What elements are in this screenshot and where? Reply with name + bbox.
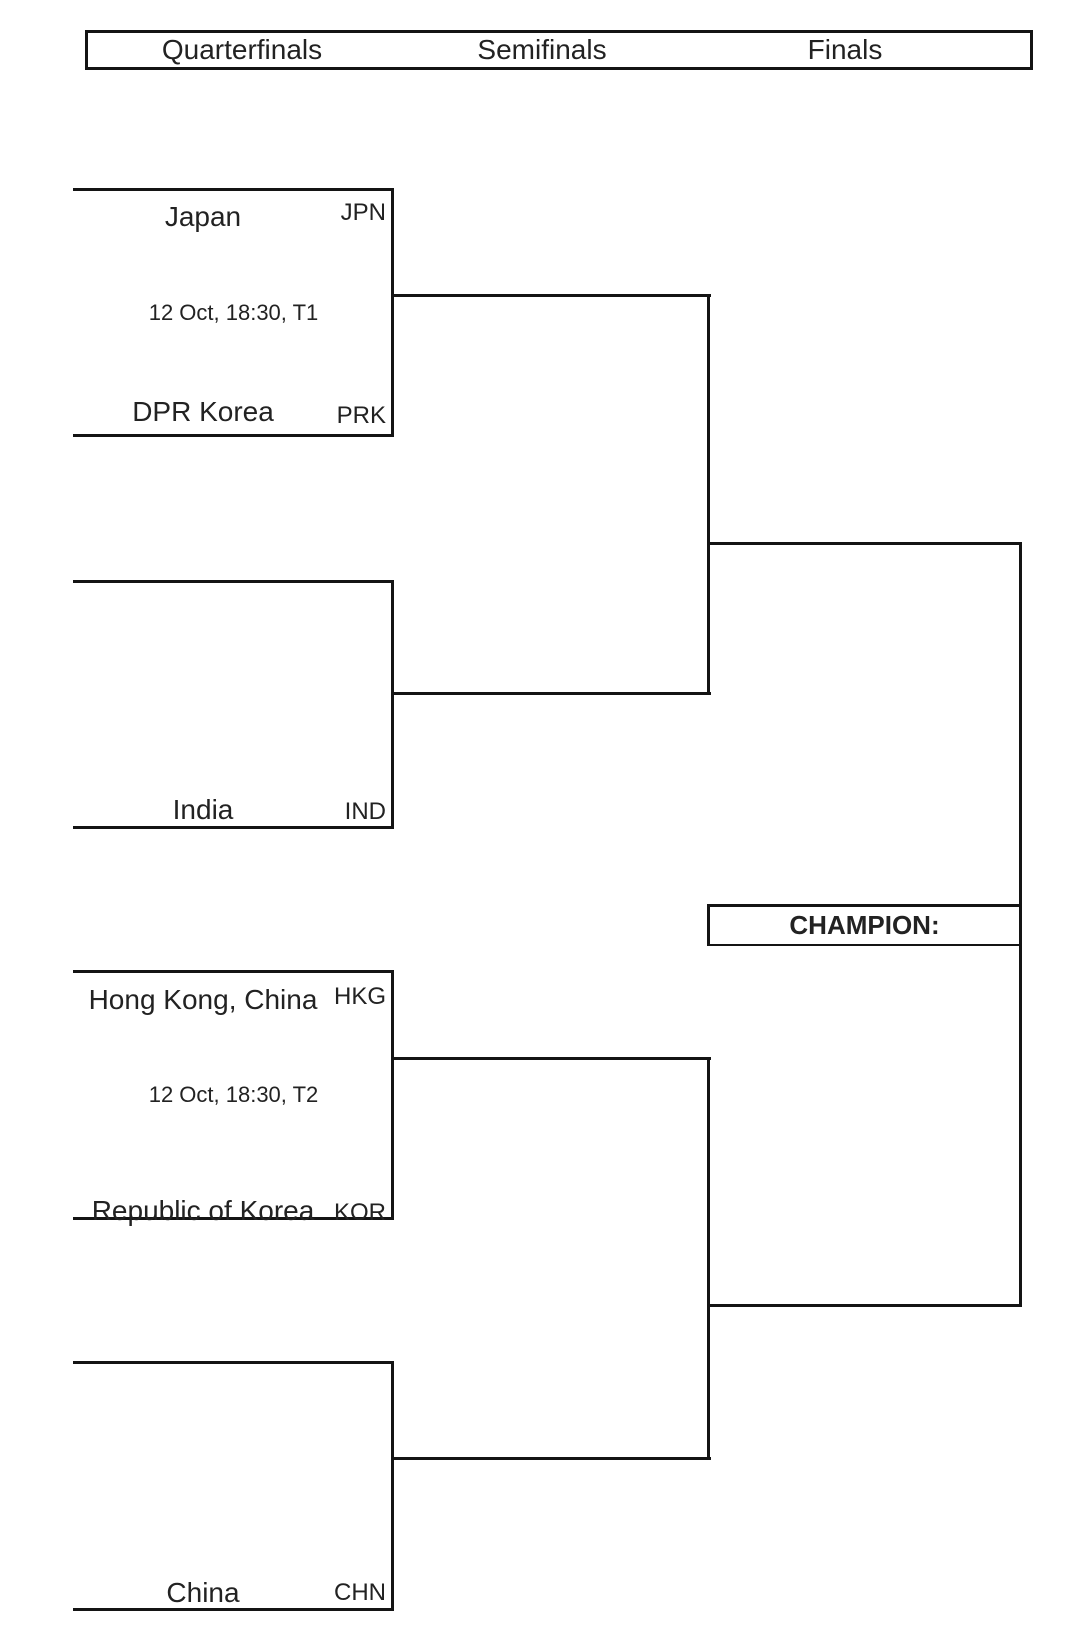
sf2-winner-line — [708, 1304, 1022, 1307]
qf3-winner-line — [392, 1057, 711, 1060]
team-name-dpr-korea: DPR Korea — [132, 396, 274, 427]
qf2-winner-line — [392, 692, 711, 695]
qf3-connector-line — [391, 970, 394, 1220]
sf2-connector-line — [707, 1057, 710, 1460]
round-label-quarterfinals: Quarterfinals — [161, 34, 323, 65]
qf2-connector-line — [391, 580, 394, 829]
sf1-winner-line — [708, 542, 1022, 545]
qf3-bottom-slot-line — [73, 1217, 394, 1220]
team-code-hkg: HKG — [333, 983, 386, 1010]
qf4-top-slot-line — [73, 1361, 394, 1364]
qf1-connector-line — [391, 188, 394, 437]
sf1-connector-line — [707, 294, 710, 695]
team-code-chn: CHN — [334, 1579, 386, 1606]
team-code-prk: PRK — [336, 402, 386, 429]
qf2-bottom-slot-line — [73, 826, 394, 829]
team-name-china: China — [166, 1577, 240, 1608]
qf3-bottom-team-slot: Republic of Korea KOR — [73, 1189, 394, 1233]
qf3-top-team-slot: Hong Kong, China HKG — [73, 978, 394, 1022]
qf3-top-slot-line — [73, 970, 394, 973]
team-code-jpn: JPN — [340, 199, 386, 226]
team-name-republic-of-korea: Republic of Korea — [91, 1195, 315, 1226]
qf2-bottom-team-slot: India IND — [73, 788, 394, 832]
team-name-india: India — [172, 794, 234, 825]
qf1-winner-line — [392, 294, 711, 297]
qf1-bottom-team-slot: DPR Korea PRK — [73, 390, 394, 434]
qf4-winner-line — [392, 1457, 711, 1460]
qf2-top-slot-line — [73, 580, 394, 583]
round-label-finals: Finals — [807, 34, 883, 65]
team-name-hong-kong-china: Hong Kong, China — [88, 984, 318, 1015]
round-label-semifinals: Semifinals — [477, 34, 607, 65]
qf1-top-slot-line — [73, 188, 394, 191]
round-header-box — [85, 30, 1033, 70]
qf1-match-info: 12 Oct, 18:30, T1 — [148, 300, 319, 325]
qf4-bottom-slot-line — [73, 1608, 394, 1611]
team-code-ind: IND — [344, 798, 386, 825]
champion-box: CHAMPION: — [707, 904, 1022, 946]
team-name-japan: Japan — [164, 201, 242, 232]
qf1-bottom-slot-line — [73, 434, 394, 437]
qf1-top-team-slot: Japan JPN — [73, 195, 394, 239]
team-code-kor: KOR — [333, 1199, 386, 1226]
qf4-connector-line — [391, 1361, 394, 1611]
qf4-bottom-team-slot: China CHN — [73, 1571, 394, 1615]
qf3-match-info: 12 Oct, 18:30, T2 — [148, 1082, 319, 1107]
champion-label: CHAMPION: — [789, 910, 940, 940]
